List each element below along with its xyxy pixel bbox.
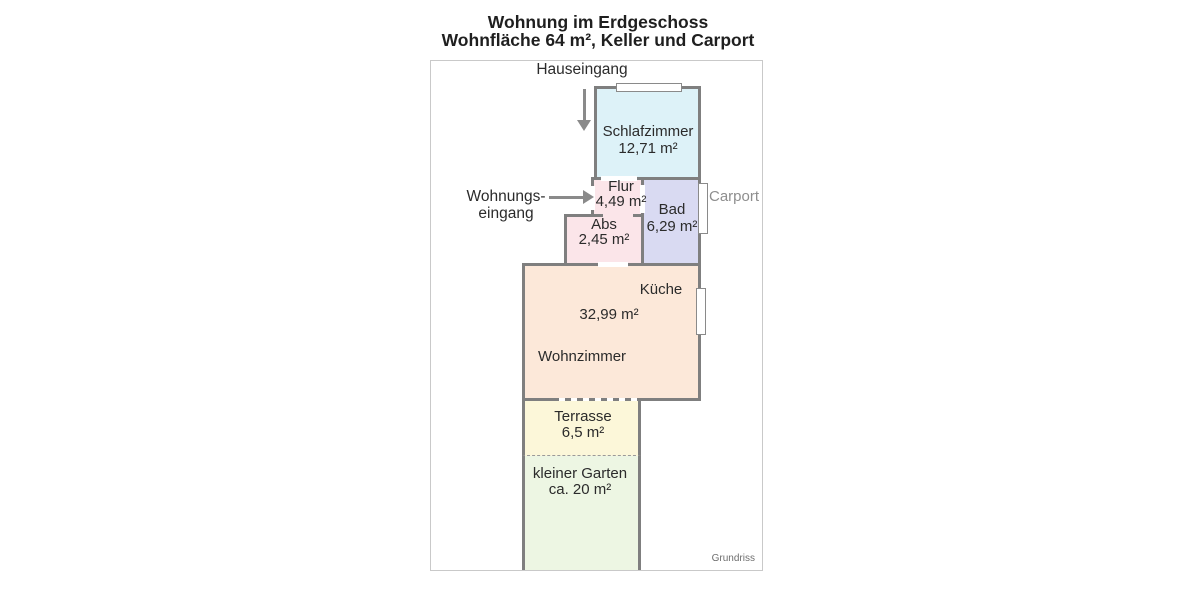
door-opening-schlafzimmer <box>601 176 637 181</box>
wohnungseingang-arrow-icon <box>549 196 583 199</box>
door-opening-wohnzimmer <box>598 262 628 267</box>
flur-label: Flur 4,49 m² <box>596 179 647 209</box>
schlafzimmer-area: 12,71 m² <box>618 140 678 157</box>
terrasse-name: Terrasse <box>554 408 612 425</box>
door-opening-bad <box>640 185 645 213</box>
abs-name: Abs <box>591 216 617 233</box>
kueche-label: Küche <box>639 281 683 298</box>
wohnungseingang-label-line1: Wohnungs- <box>466 188 546 205</box>
schlafzimmer-label: Schlafzimmer 12,71 m² <box>603 123 694 157</box>
carport-label: Carport <box>709 188 760 205</box>
wohnungseingang-label: Wohnungs- eingang <box>467 188 546 222</box>
kueche-window <box>696 288 706 335</box>
terrace-door-dashes <box>559 398 639 401</box>
wohnkueche-area: 32,99 m² <box>579 306 639 323</box>
abs-label: Abs 2,45 m² <box>579 217 630 247</box>
room-garten <box>522 456 641 570</box>
bad-window <box>698 183 708 234</box>
floor-plan-frame: Hauseingang Wohnungs- eingang Schlafzimm… <box>430 60 763 571</box>
bad-name: Bad <box>658 201 686 218</box>
title-line-2: Wohnfläche 64 m², Keller und Carport <box>441 30 755 50</box>
bad-label: Bad 6,29 m² <box>647 201 698 235</box>
garten-label: kleiner Garten ca. 20 m² <box>533 466 627 498</box>
terrasse-area: 6,5 m² <box>561 424 605 441</box>
hauseingang-arrow-icon <box>583 89 586 122</box>
wohnzimmer-label: Wohnzimmer <box>537 348 627 365</box>
grundriss-caption: Grundriss <box>711 553 755 564</box>
schlafzimmer-window <box>616 83 682 92</box>
bad-area: 6,29 m² <box>646 218 698 235</box>
garten-area: ca. 20 m² <box>548 481 612 498</box>
garten-name: kleiner Garten <box>532 465 628 482</box>
door-opening-abs <box>603 213 633 218</box>
hauseingang-arrowhead-icon <box>577 120 591 131</box>
schlafzimmer-name: Schlafzimmer <box>602 123 694 140</box>
wohnungseingang-arrowhead-icon <box>583 190 594 204</box>
abs-area: 2,45 m² <box>578 231 630 248</box>
wohnungseingang-label-line2: eingang <box>478 205 534 222</box>
flur-area: 4,49 m² <box>595 193 647 210</box>
hauseingang-label: Hauseingang <box>536 61 628 78</box>
page-title: Wohnung im Erdgeschoss Wohnfläche 64 m²,… <box>430 13 766 49</box>
flur-name: Flur <box>608 178 634 195</box>
title-line-1: Wohnung im Erdgeschoss <box>487 12 709 32</box>
terrasse-label: Terrasse 6,5 m² <box>554 409 612 441</box>
